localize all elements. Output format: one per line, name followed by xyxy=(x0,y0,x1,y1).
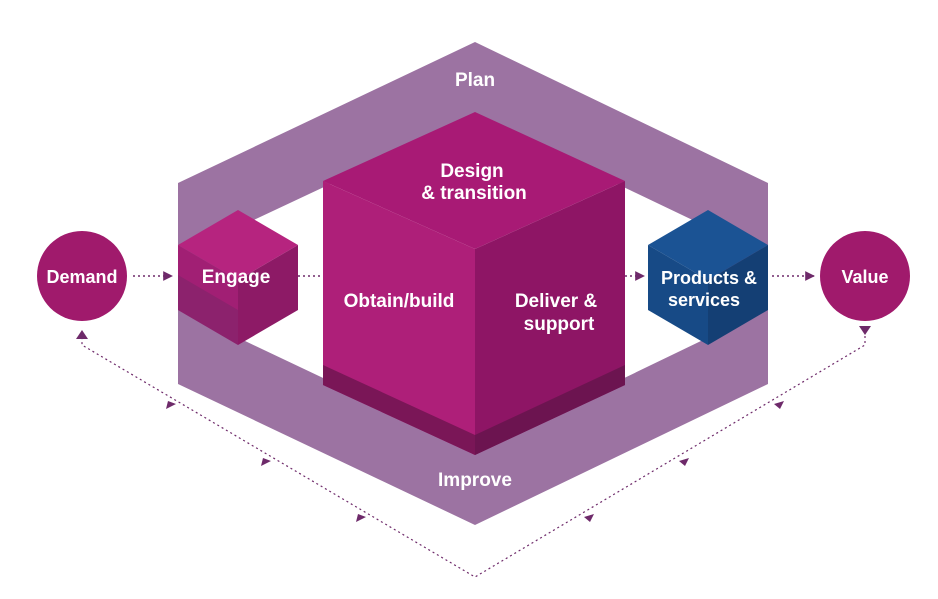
improve-label: Improve xyxy=(438,470,512,491)
products-services-label-1: Products & xyxy=(661,268,757,288)
demand-circle xyxy=(37,231,127,321)
deliver-support-label-1: Deliver & xyxy=(515,291,598,312)
plan-improve-frame xyxy=(178,42,768,525)
products-services-cube xyxy=(648,210,768,345)
value-chain-cube xyxy=(323,112,625,455)
value-label: Value xyxy=(841,267,888,287)
obtain-build-label: Obtain/build xyxy=(344,291,455,312)
plan-label: Plan xyxy=(455,70,495,91)
value-circle xyxy=(820,231,910,321)
products-services-label-2: services xyxy=(668,290,740,310)
demand-label: Demand xyxy=(46,267,117,287)
engage-cube xyxy=(178,210,298,345)
engage-label: Engage xyxy=(202,267,271,288)
design-transition-label-1: Design xyxy=(440,161,503,182)
feedback-arrowheads xyxy=(76,326,871,522)
design-transition-label-2: & transition xyxy=(421,183,527,204)
deliver-support-label-2: support xyxy=(524,314,595,335)
